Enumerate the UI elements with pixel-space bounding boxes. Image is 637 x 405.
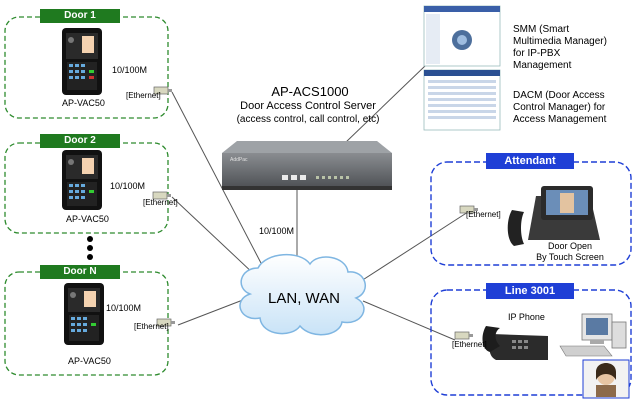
attendant-video-phone [507,186,600,246]
line3001-tag: Line 3001 [486,283,574,299]
dacm-line-3: Access Management [513,114,607,125]
door2-speed: 10/100M [110,181,146,191]
doorN-device-label: AP-VAC50 [68,356,111,366]
link-door1 [171,91,263,266]
attendant-ethernet: [Ethernet] [466,210,501,219]
cloud-label: LAN, WAN [268,290,340,307]
link-attendant [357,211,469,284]
link-doorN [177,297,249,326]
server-subtitle: Door Access Control Server [240,100,376,112]
ethernet-connectors [152,86,478,340]
door2-tag: Door 2 [40,134,120,148]
smm-line-3: for IP-PBX [513,48,561,59]
dacm-line-1: DACM (Door Access [513,90,605,101]
link-software [344,65,426,144]
server-appliance [222,141,392,190]
server-name: AP-ACS1000 [271,84,349,99]
attendant-caption-1: Door Open [547,241,593,251]
more-doors-dots [87,236,93,260]
smm-line-4: Management [513,60,572,71]
link-line3001 [362,300,456,341]
lan-wan-cloud [239,253,366,336]
server-brand: AddPac [230,157,248,163]
smm-screenshot [423,5,501,67]
doorN-ethernet: [Ethernet] [134,322,169,331]
door1-device-label: AP-VAC50 [62,98,105,108]
door1-tag: Door 1 [40,9,120,23]
ip-phone-and-pc [482,313,627,360]
server-speed: 10/100M [259,226,295,236]
doorN-speed: 10/100M [106,303,142,313]
door2-device [62,150,102,210]
attendant-caption-2: By Touch Screen [536,252,604,262]
dacm-line-2: Control Manager) for [513,102,606,113]
dacm-screenshot [423,69,501,131]
attendant-tag: Attendant [486,153,574,169]
video-user-thumbnail [582,359,630,399]
smm-line-2: Multimedia Manager) [513,36,607,47]
ip-phone-label: IP Phone [508,312,545,322]
doorN-device [64,283,104,345]
door1-ethernet: [Ethernet] [126,91,161,100]
doorN-tag: Door N [40,265,120,279]
connection-lines [171,65,469,341]
server-detail: (access control, call control, etc) [236,114,380,125]
door1-device [62,28,102,95]
door2-ethernet: [Ethernet] [143,198,178,207]
link-door2 [171,196,256,276]
door2-device-label: AP-VAC50 [66,214,109,224]
smm-line-1: SMM (Smart [513,24,570,35]
door1-speed: 10/100M [112,65,148,75]
line3001-ethernet: [Ethernet] [452,340,487,349]
